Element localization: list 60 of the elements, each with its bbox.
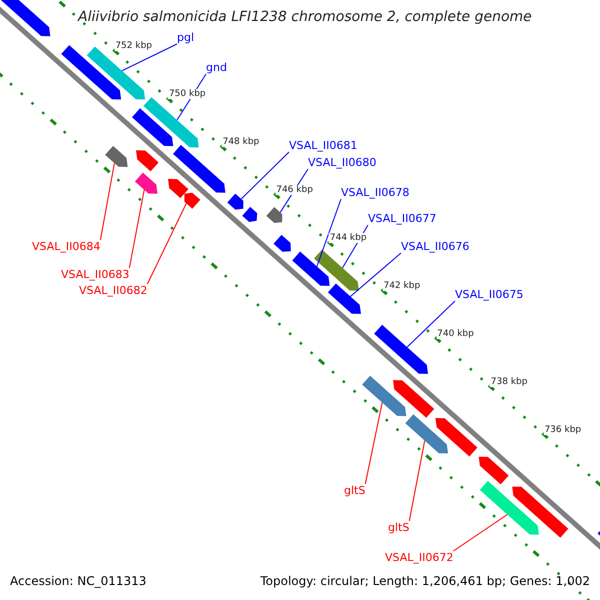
gene-bar: [328, 284, 361, 314]
leader-line: [350, 252, 402, 297]
gene-bar: [266, 207, 282, 223]
leader-line: [408, 440, 426, 522]
gene-bar: [143, 97, 199, 148]
scale-label: 742 kbp: [382, 281, 422, 292]
gene-label: VSAL_II0675: [455, 288, 524, 301]
leader-line: [316, 198, 342, 267]
scale-label: 736 kbp: [543, 425, 582, 435]
gene-label: pgl: [177, 31, 194, 44]
gene-label: VSAL_II0683: [61, 268, 130, 281]
gene-bar: [362, 376, 406, 416]
scale-label: 746 kbp: [275, 185, 314, 196]
gene-bar: [0, 0, 50, 36]
gene-label: VSAL_II0684: [32, 240, 100, 253]
leader-line: [406, 300, 456, 348]
gene-bar: [132, 108, 174, 146]
gene-label: VSAL_II0680: [308, 156, 376, 169]
leader-line: [240, 152, 290, 200]
scale-label: 738 kbp: [490, 377, 528, 388]
gene-bar: [168, 178, 188, 198]
gene-bar: [480, 480, 539, 535]
gene-bar: [435, 418, 478, 456]
scale-label: 748 kbp: [222, 137, 260, 148]
gene-bar: [274, 234, 291, 252]
scale-label: 752 kbp: [114, 41, 154, 52]
accession-text: Accession: NC_011313: [10, 574, 146, 588]
scale-label: 750 kbp: [168, 89, 207, 100]
gene-bar: [314, 250, 359, 291]
gene-label: gltS: [388, 521, 410, 534]
scale-label: 740 kbp: [436, 329, 475, 340]
gene-label: VSAL_II0681: [289, 139, 358, 152]
gene-label: VSAL_II0676: [401, 240, 470, 253]
gene-label: VSAL_II0677: [368, 212, 436, 225]
leader-line: [452, 514, 508, 552]
gene-label: VSAL_II0672: [385, 551, 454, 564]
gene-label: gltS: [344, 484, 366, 497]
gene-bar: [242, 206, 258, 222]
gene-label: gnd: [206, 61, 227, 74]
leader-line: [100, 162, 115, 240]
leader-line: [146, 202, 187, 284]
gene-bar: [136, 150, 159, 172]
gene-bar: [105, 146, 128, 167]
gene-label: VSAL_II0678: [341, 186, 410, 199]
scale-label: 744 kbp: [328, 233, 368, 244]
gene-bar: [478, 456, 509, 484]
gene-bar: [405, 414, 448, 454]
leader-line: [121, 44, 178, 72]
title: Aliivibrio salmonicida LFI1238 chromosome 2, complete genome: [78, 9, 532, 25]
genome-summary-text: Topology: circular; Length: 1,206,461 bp; Genes: 1,002: [260, 574, 590, 588]
gene-bar: [512, 486, 568, 538]
gene-bar: [173, 144, 226, 193]
leader-line: [128, 189, 145, 268]
gene-label: VSAL_II0682: [79, 284, 148, 297]
gene-bar: [374, 324, 428, 374]
gene-bar: [227, 194, 244, 210]
leader-line: [364, 402, 383, 484]
gene-bar: [393, 380, 434, 418]
gene-bar: [292, 252, 330, 286]
gene-bar: [134, 172, 158, 194]
